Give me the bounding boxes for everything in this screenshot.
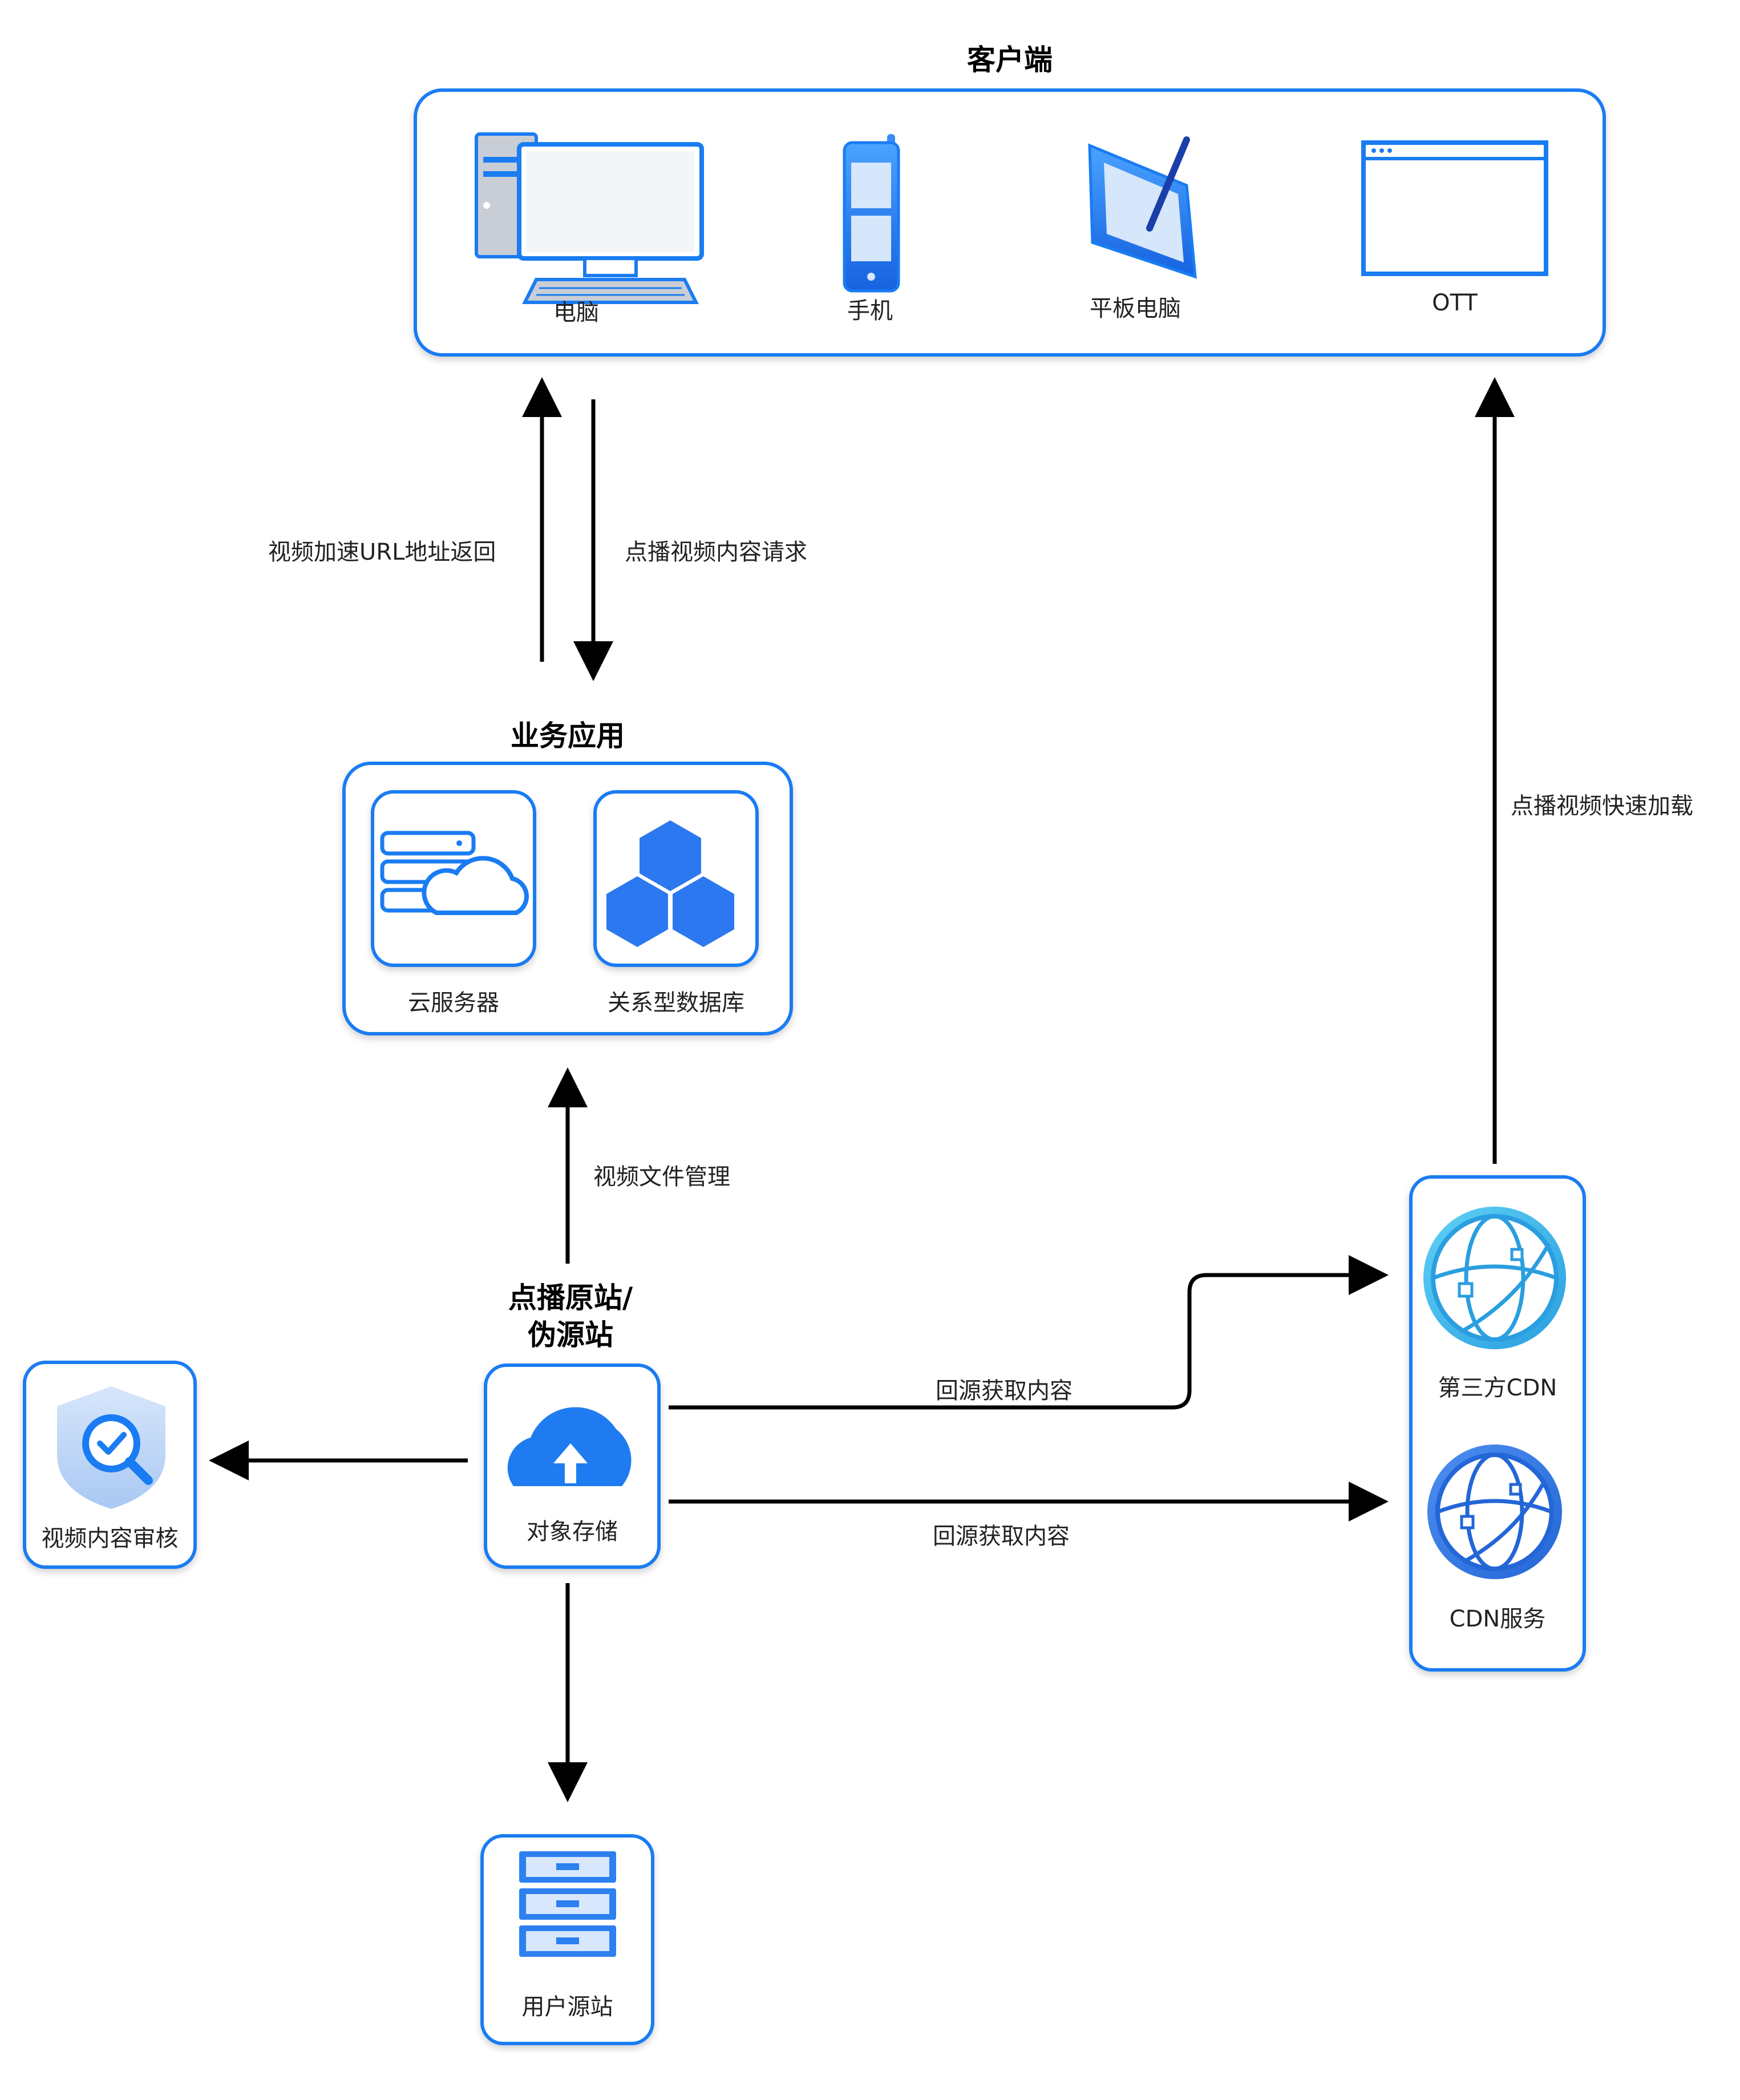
client-title: 客户端 xyxy=(967,43,1053,76)
edge-label-back-to-origin: 回源获取内容 xyxy=(936,1378,1073,1404)
cdn-item-label: 第三方CDN xyxy=(1438,1375,1557,1401)
arrow-back-to-origin-1 xyxy=(669,1255,1389,1410)
object-storage-label: 对象存储 xyxy=(527,1519,618,1545)
cdn-item-label: CDN服务 xyxy=(1449,1606,1546,1632)
business-title: 业务应用 xyxy=(511,719,625,752)
origin-title-line1: 点播原站/ xyxy=(508,1281,633,1314)
relational-database-tile xyxy=(593,790,759,967)
content-audit-box xyxy=(23,1361,197,1569)
content-audit-label: 视频内容审核 xyxy=(41,1526,179,1552)
edge-label-url-return: 视频加速URL地址返回 xyxy=(268,539,496,565)
client-item-label: 平板电脑 xyxy=(1090,296,1181,322)
cdn-group-box xyxy=(1409,1175,1586,1672)
client-item-label: OTT xyxy=(1432,290,1478,316)
edge-label-file-mgmt: 视频文件管理 xyxy=(593,1164,730,1190)
cloud-server-tile xyxy=(371,790,536,967)
origin-title-line2: 伪源站 xyxy=(528,1318,613,1352)
business-item-label: 云服务器 xyxy=(408,990,499,1016)
user-origin-label: 用户源站 xyxy=(521,1994,613,2020)
client-item-label: 电脑 xyxy=(553,300,599,326)
client-item-label: 手机 xyxy=(847,298,893,324)
edge-label-vod-request: 点播视频内容请求 xyxy=(625,539,807,565)
edge-label-fast-load: 点播视频快速加载 xyxy=(1511,793,1693,819)
business-item-label: 关系型数据库 xyxy=(608,990,744,1016)
edge-label-back-to-origin: 回源获取内容 xyxy=(933,1523,1070,1549)
